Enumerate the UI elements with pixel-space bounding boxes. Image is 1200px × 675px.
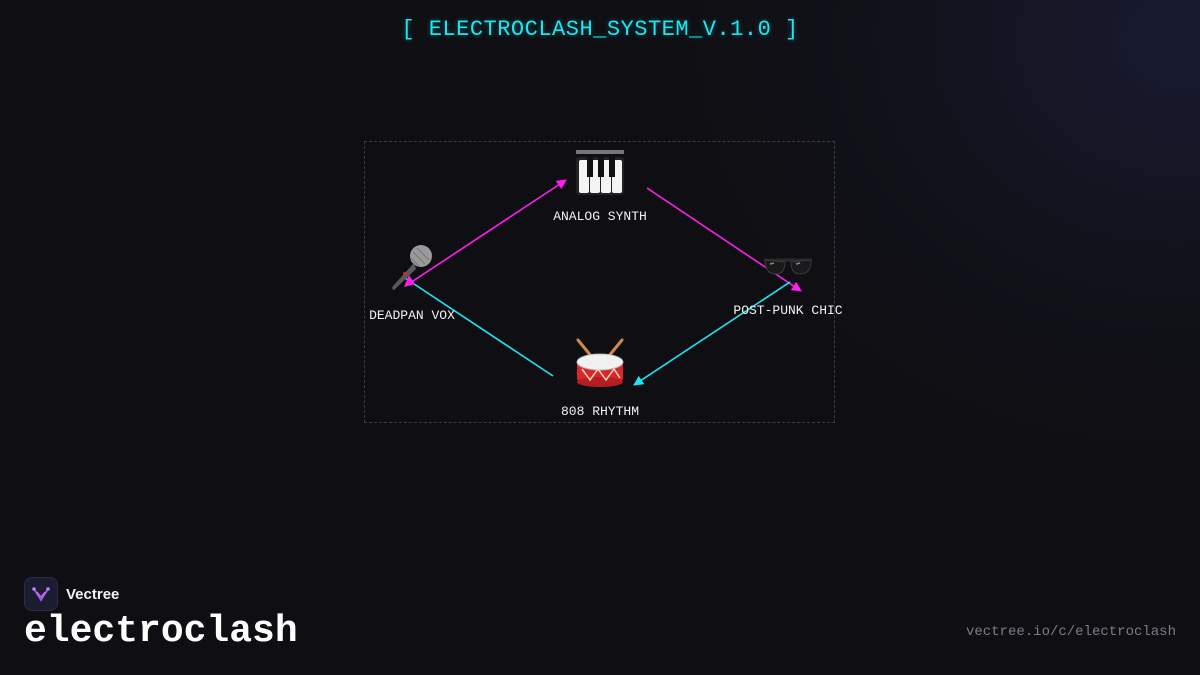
page-title: [ ELECTROCLASH_SYSTEM_V.1.0 ] [401,17,799,42]
drum-icon [576,338,624,387]
piano-keyboard-icon [576,150,624,196]
node-label-deadpan-vox: DEADPAN VOX [369,308,455,323]
node-label-analog-synth: ANALOG SYNTH [553,209,647,224]
node-label-808-rhythm: 808 RHYTHM [560,404,639,419]
vectree-logo-icon [24,577,58,611]
node-808-rhythm: 808 RHYTHM [510,338,690,419]
microphone-icon [392,245,432,290]
node-post-punk-chic: POST-PUNK CHIC [698,252,878,318]
collection-title: electroclash [24,610,298,653]
sunglasses-icon [764,258,812,275]
node-analog-synth: ANALOG SYNTH [510,150,690,224]
diagram-frame [364,141,835,423]
node-label-post-punk-chic: POST-PUNK CHIC [733,303,843,318]
brand[interactable]: Vectree [24,577,119,611]
brand-name: Vectree [66,585,120,603]
collection-url[interactable]: vectree.io/c/electroclash [965,624,1176,640]
node-deadpan-vox: DEADPAN VOX [322,242,502,323]
